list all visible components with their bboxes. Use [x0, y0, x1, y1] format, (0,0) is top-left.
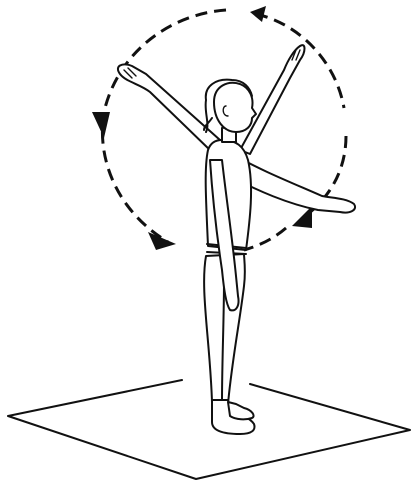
- arrowhead-bottom-left: [148, 232, 176, 250]
- floor-mat: [8, 380, 410, 479]
- arm-upper-left: [118, 64, 220, 152]
- arm-horizontal: [234, 156, 355, 213]
- arrowhead-right: [292, 206, 312, 228]
- arrowhead-top: [250, 6, 266, 22]
